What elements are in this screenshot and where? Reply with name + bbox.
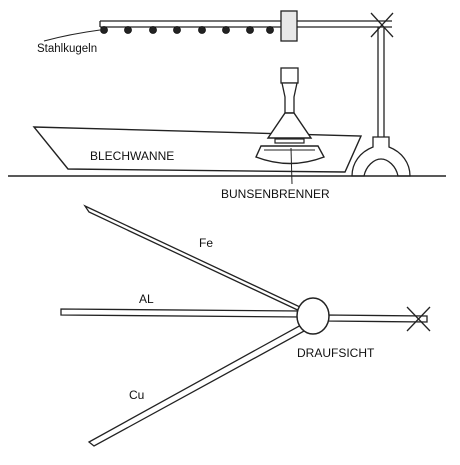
- rod-clamp: [280, 10, 298, 42]
- steel-ball: [222, 26, 230, 34]
- rod-fe-label: Fe: [199, 236, 213, 250]
- steel-balls: [100, 26, 274, 34]
- rod-cu-label: Cu: [129, 388, 144, 402]
- rod-al: [60, 308, 301, 318]
- sheet-metal-tray: [32, 126, 363, 173]
- top-view-label: DRAUFSICHT: [297, 346, 375, 360]
- junction-ball: [296, 297, 330, 335]
- rod-al-label: AL: [139, 292, 154, 306]
- top-view: Fe AL Cu DRAUFSICHT: [60, 204, 431, 447]
- steel-ball: [198, 26, 206, 34]
- horizontal-rod: [99, 20, 392, 28]
- steel-ball: [173, 26, 181, 34]
- stand-clamp-cross: [370, 12, 394, 38]
- rod-right: [325, 314, 428, 323]
- rod-fe: [83, 204, 306, 315]
- stand-rod: [377, 27, 385, 137]
- top-view-cross: [406, 306, 431, 332]
- stand-base: [351, 136, 411, 177]
- burner-label: BUNSENBRENNER: [221, 187, 330, 201]
- balls-leader-line: [43, 29, 101, 42]
- side-view: Stahlkugeln BLECHWANNE: [8, 10, 446, 201]
- balls-label: Stahlkugeln: [37, 43, 97, 55]
- steel-ball: [266, 26, 274, 34]
- rod-cu: [87, 324, 308, 447]
- bunsen-burner: [255, 67, 325, 165]
- steel-ball: [100, 26, 108, 34]
- tray-label: BLECHWANNE: [90, 149, 174, 163]
- burner-leader-line: [290, 147, 293, 185]
- steel-ball: [246, 26, 254, 34]
- steel-ball: [124, 26, 132, 34]
- steel-ball: [149, 26, 157, 34]
